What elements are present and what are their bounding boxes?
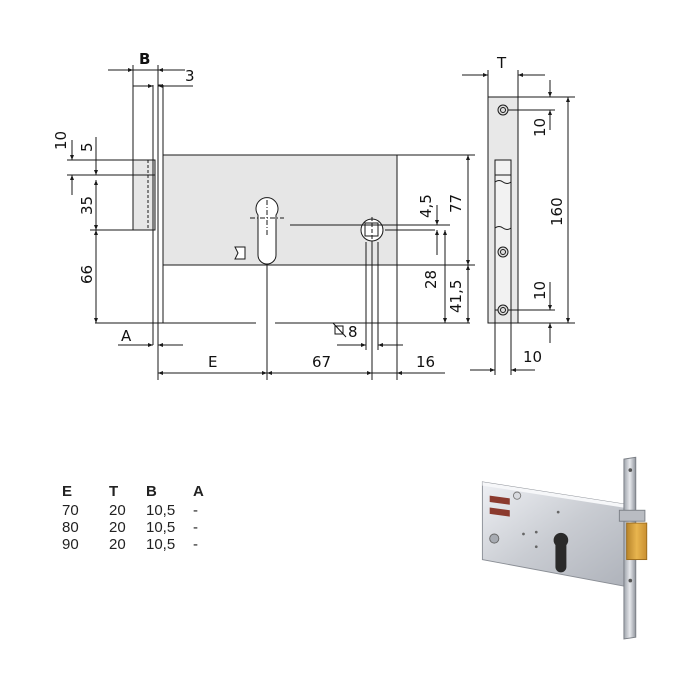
side-view-labels: T 10 160 10 10 — [496, 54, 566, 366]
cell-B: 10,5 — [146, 519, 176, 536]
latch-symbol — [234, 246, 246, 260]
label-A: A — [121, 327, 132, 345]
label-67: 67 — [312, 353, 331, 371]
front-view — [67, 65, 475, 380]
label-41-5: 41,5 — [447, 280, 465, 313]
label-35: 35 — [78, 196, 96, 215]
table-row: 70 20 10,5 - — [62, 502, 223, 519]
label-5: 5 — [78, 142, 96, 152]
cylinder-hole — [250, 197, 284, 265]
cell-A: - — [193, 519, 198, 536]
header-T: T — [109, 482, 119, 500]
cell-T: 20 — [109, 519, 126, 536]
label-66: 66 — [78, 265, 96, 284]
label-10-top: 10 — [52, 131, 70, 150]
label-10-top-side: 10 — [531, 118, 549, 137]
side-view — [462, 70, 575, 375]
table-row: 90 20 10,5 - — [62, 536, 223, 553]
cell-T: 20 — [109, 536, 126, 553]
label-3: 3 — [185, 67, 195, 85]
label-diam-8: 8 — [348, 323, 358, 341]
cell-T: 20 — [109, 502, 126, 519]
cell-E: 80 — [62, 519, 79, 536]
label-10-width: 10 — [523, 348, 542, 366]
header-A: A — [193, 482, 204, 500]
label-16: 16 — [416, 353, 435, 371]
lock-body — [162, 154, 398, 266]
label-160: 160 — [548, 197, 566, 226]
diameter-icon — [332, 322, 347, 338]
header-E: E — [62, 482, 73, 500]
label-77: 77 — [447, 194, 465, 213]
cell-E: 90 — [62, 536, 79, 553]
cell-B: 10,5 — [146, 502, 176, 519]
front-view-labels: B 3 10 5 35 66 A E 67 16 8 4,5 77 28 41,… — [52, 50, 465, 371]
label-T: T — [496, 54, 507, 72]
cell-E: 70 — [62, 502, 79, 519]
cell-B: 10,5 — [146, 536, 176, 553]
cell-A: - — [193, 536, 198, 553]
spec-table: E T B A 70 20 10,5 - 80 20 10,5 - 90 20 … — [62, 480, 223, 554]
label-4-5: 4,5 — [417, 194, 435, 218]
table-row: 80 20 10,5 - — [62, 519, 223, 536]
label-E: E — [208, 353, 217, 371]
screw-top — [497, 104, 509, 116]
screw-bottom — [497, 304, 509, 316]
product-photo — [481, 456, 648, 640]
label-28: 28 — [422, 270, 440, 289]
header-B: B — [146, 482, 157, 500]
bolt — [132, 159, 156, 231]
spec-table-header: E T B A — [62, 480, 223, 502]
screw-middle — [497, 246, 509, 258]
cell-A: - — [193, 502, 198, 519]
label-10-bottom-side: 10 — [531, 281, 549, 300]
label-B: B — [139, 50, 150, 68]
